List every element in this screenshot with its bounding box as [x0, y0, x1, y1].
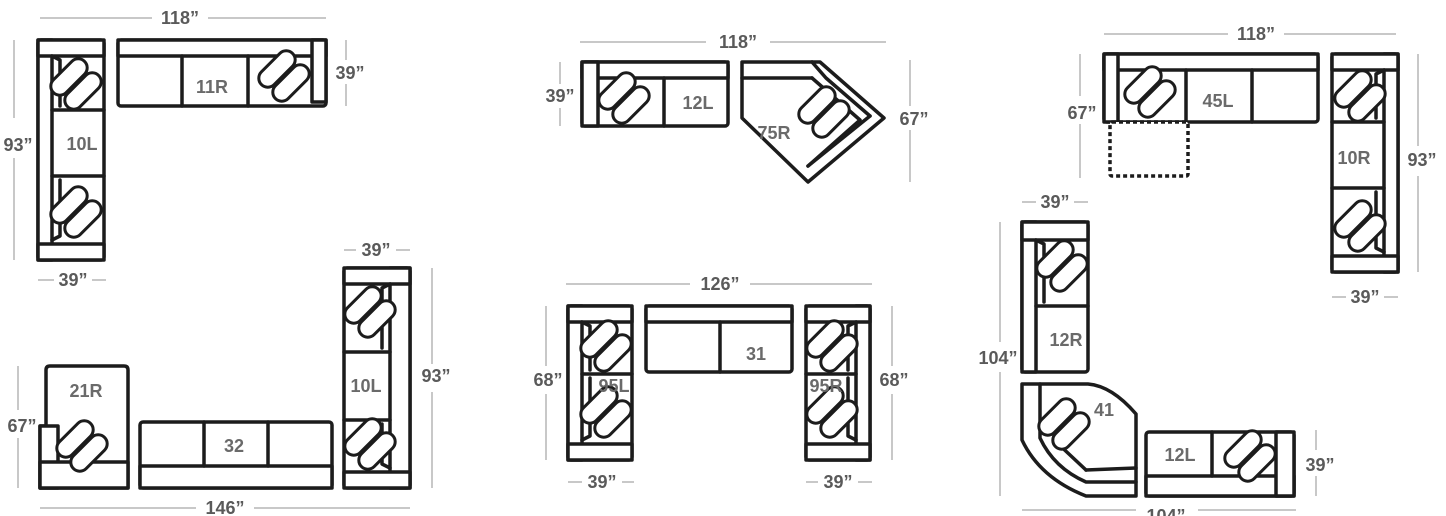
config-2: 118” 39” 67” 12L 75R — [545, 32, 929, 184]
label-11R: 11R — [196, 77, 228, 97]
dim-left: 67” — [1067, 103, 1096, 123]
label-12L: 12L — [682, 93, 713, 113]
piece-10L: 10L — [341, 266, 412, 490]
label-10L: 10L — [66, 134, 97, 154]
label-12R: 12R — [1049, 330, 1082, 350]
piece-12R: 12R — [1020, 220, 1091, 374]
dim-right: 67” — [899, 109, 928, 129]
piece-12L: 12L — [1144, 427, 1296, 498]
label-95L: 95L — [598, 376, 629, 396]
config-5: 126” 68” 68” 39” 39” 95L 31 — [533, 274, 908, 492]
dim-bottom: 146” — [205, 498, 244, 516]
piece-31: 31 — [644, 304, 794, 374]
config-3: 118” 67” 93” 39” 45L — [1067, 24, 1436, 307]
config-4: 39” 67” 93” 146” 21R 32 — [7, 240, 450, 516]
dim-top: 118” — [719, 32, 757, 52]
dim-left: 39” — [545, 86, 574, 106]
dim-right: 68” — [879, 370, 908, 390]
piece-41: 41 — [1020, 382, 1138, 498]
dim-top: 39” — [1040, 192, 1069, 212]
config-6: 39” 104” 39” 104” 12R 41 — [978, 192, 1334, 516]
piece-10R: 10R — [1330, 52, 1400, 274]
dim-left: 67” — [7, 416, 36, 436]
dim-left: 104” — [978, 348, 1017, 368]
dim-right: 93” — [421, 366, 450, 386]
piece-45L: 45L — [1102, 52, 1320, 178]
chaise-outline — [1108, 120, 1190, 178]
dim-top: 118” — [161, 8, 199, 28]
piece-10L: 10L — [36, 38, 106, 262]
label-10R: 10R — [1337, 148, 1370, 168]
dim-bottom: 39” — [58, 270, 87, 290]
label-45L: 45L — [1202, 91, 1233, 111]
dim-top: 118” — [1237, 24, 1275, 44]
dim-left: 93” — [3, 135, 32, 155]
label-12L: 12L — [1164, 445, 1195, 465]
label-10L: 10L — [350, 376, 381, 396]
dim-bottom: 104” — [1146, 506, 1185, 516]
dim-top: 126” — [700, 274, 739, 294]
config-1: 118” 93” 39” 39” 10L — [3, 8, 364, 290]
dim-bottom-right: 39” — [823, 472, 852, 492]
label-95R: 95R — [809, 376, 842, 396]
dim-left: 68” — [533, 370, 562, 390]
piece-75R: 75R — [740, 60, 886, 184]
dim-top: 39” — [361, 240, 390, 260]
piece-32: 32 — [138, 420, 334, 490]
piece-95R: 95R — [803, 304, 872, 462]
dim-bottom: 39” — [1350, 287, 1379, 307]
label-31: 31 — [746, 344, 766, 364]
piece-95L: 95L — [566, 304, 635, 462]
piece-12L: 12L — [580, 60, 730, 128]
piece-21R: 21R — [38, 364, 130, 490]
piece-11R: 11R — [116, 38, 328, 108]
label-75R: 75R — [757, 123, 790, 143]
label-41: 41 — [1094, 400, 1114, 420]
dim-bottom-left: 39” — [587, 472, 616, 492]
dim-right: 39” — [335, 63, 364, 83]
label-21R: 21R — [69, 381, 102, 401]
label-32: 32 — [224, 436, 244, 456]
dim-right: 93” — [1407, 150, 1436, 170]
dim-right: 39” — [1305, 455, 1334, 475]
